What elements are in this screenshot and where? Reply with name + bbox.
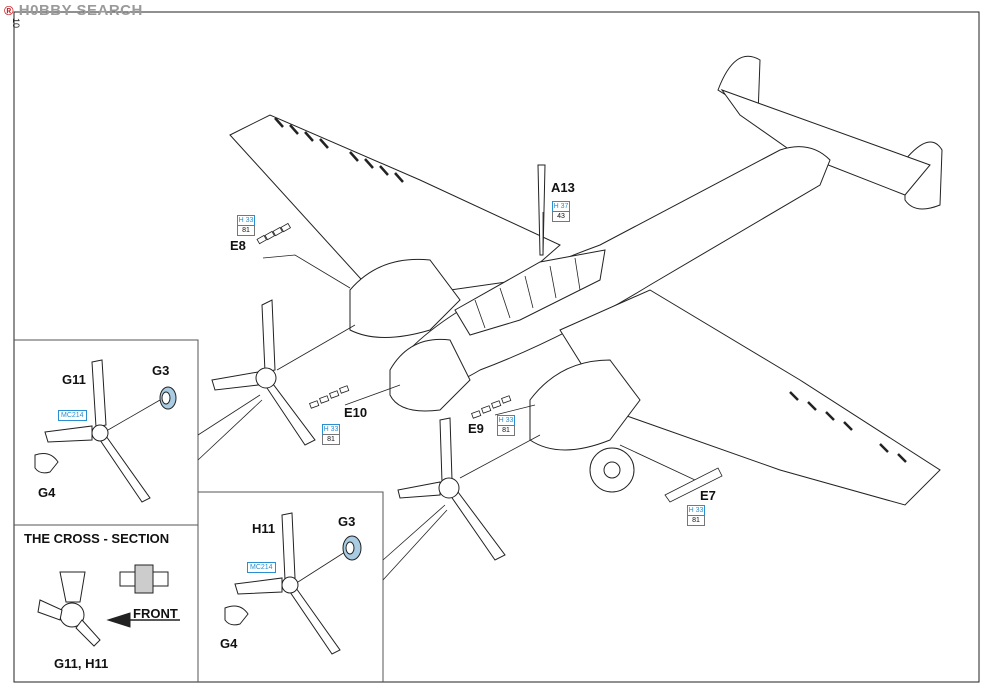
paint-code-a13-bottom: 43 (552, 212, 570, 222)
watermark-mark: ® (4, 3, 15, 18)
cross-section-title: THE CROSS - SECTION (24, 531, 170, 546)
exhaust-e10 (309, 385, 350, 409)
spinner-g4-center (224, 605, 249, 626)
mc-code-left: MC214 (58, 410, 87, 421)
exhaust-e9 (471, 395, 512, 419)
label-front: FRONT (133, 606, 178, 621)
page-number: 10 (11, 17, 22, 29)
label-e9: E9 (468, 421, 484, 436)
propeller-right (397, 417, 506, 561)
paint-code-e8-bottom: 81 (237, 226, 255, 236)
label-e8: E8 (230, 238, 246, 253)
paint-code-e9-top: H 33 (497, 415, 515, 426)
spinner-g4-left (34, 453, 59, 474)
paint-code-e10-bottom: 81 (322, 435, 340, 445)
label-g3-left: G3 (152, 363, 170, 378)
label-h11: H11 (252, 521, 276, 536)
leader-lines (197, 212, 696, 581)
label-g4-left: G4 (38, 485, 56, 500)
paint-code-e10-top: H 33 (322, 424, 340, 435)
page-border (13, 11, 980, 683)
exhaust-e8 (256, 222, 292, 245)
paint-code-e8-top: H 33 (237, 215, 255, 226)
paint-code-e7-top: H 33 (687, 505, 705, 516)
watermark-text: H0BBY SEARCH (18, 2, 143, 19)
canopy-frames (474, 257, 581, 329)
detail-propeller-center (234, 512, 346, 655)
paint-code-e7-bottom: 81 (687, 516, 705, 526)
watermark: ® H0BBY SEARCH (4, 2, 143, 19)
exhaust-e7 (664, 467, 723, 503)
paint-code-e9-bottom: 81 (497, 426, 515, 436)
cross-section-shaft (119, 564, 169, 594)
cross-section-box (14, 524, 199, 682)
paint-code-a13-top: H 37 (552, 201, 570, 212)
label-e7: E7 (700, 488, 716, 503)
label-a13: A13 (551, 180, 575, 195)
front-arrow (106, 612, 180, 628)
label-g11: G11 (62, 372, 86, 387)
wing-stripes-left (274, 117, 404, 183)
label-g4-center: G4 (220, 636, 238, 651)
propeller-left (211, 299, 316, 446)
label-g3-center: G3 (338, 514, 356, 529)
propeller-detail-center-box (198, 491, 384, 682)
aircraft-drawing (229, 55, 943, 506)
wing-stripes-right (789, 391, 907, 463)
detail-propeller-left (44, 359, 161, 503)
cross-section-hub (37, 571, 101, 647)
label-g11-h11: G11, H11 (54, 656, 109, 671)
mc-code-center: MC214 (247, 562, 276, 573)
label-e10: E10 (344, 405, 368, 420)
